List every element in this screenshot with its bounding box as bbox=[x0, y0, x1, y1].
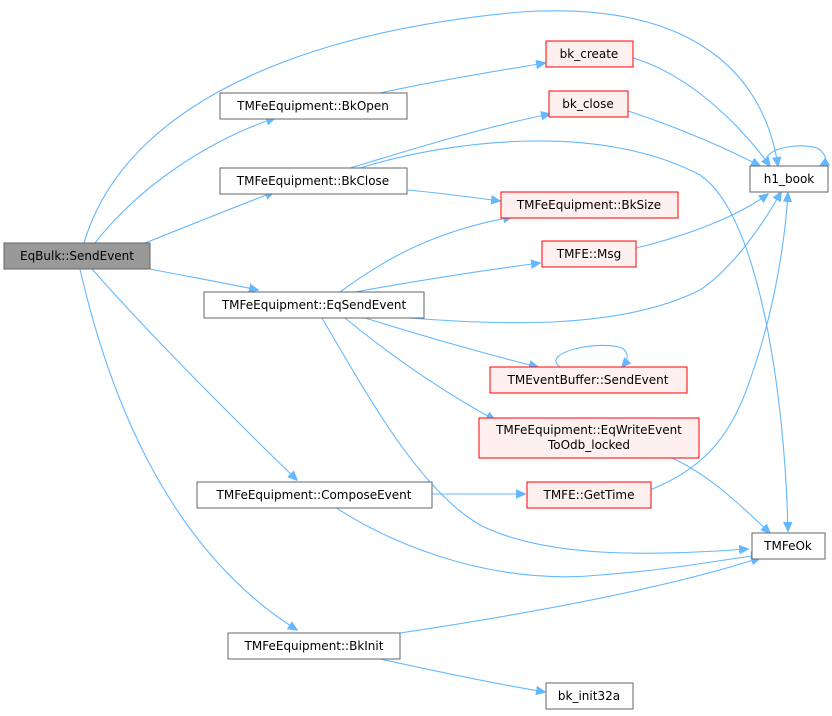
node-label: bk_close bbox=[562, 97, 613, 111]
node-h1-book[interactable]: h1_book bbox=[749, 165, 829, 193]
node-label-line1: TMFeEquipment::EqWriteEvent bbox=[495, 423, 682, 437]
edge-msg-h1book bbox=[635, 194, 768, 249]
edge-bufsend-self bbox=[555, 344, 627, 367]
node-bkinit[interactable]: TMFeEquipment::BkInit bbox=[227, 632, 401, 660]
edge-sendevent-bkclose bbox=[144, 192, 274, 244]
node-label: TMFE::Msg bbox=[556, 247, 621, 261]
edge-eqsend-bksize bbox=[339, 217, 512, 293]
edge-sendevent-eqsendevent bbox=[149, 268, 258, 290]
node-bkopen[interactable]: TMFeEquipment::BkOpen bbox=[219, 92, 408, 120]
node-bkclose[interactable]: TMFeEquipment::BkClose bbox=[219, 167, 408, 195]
node-bksize[interactable]: TMFeEquipment::BkSize bbox=[500, 191, 679, 219]
edge-bkopen-bkcreate bbox=[379, 63, 545, 94]
edge-bkclose-bkclose2 bbox=[349, 114, 550, 169]
edge-sendevent-bkopen bbox=[94, 118, 275, 244]
node-label: bk_init32a bbox=[558, 689, 620, 703]
node-label: TMFeEquipment::ComposeEvent bbox=[216, 488, 412, 502]
node-bk-create[interactable]: bk_create bbox=[545, 40, 634, 68]
edge-sendevent-composeevent bbox=[91, 268, 297, 480]
edge-gettime-h1book bbox=[649, 193, 788, 491]
node-label: TMFeOk bbox=[763, 539, 812, 553]
node-tmfeok[interactable]: TMFeOk bbox=[751, 532, 826, 560]
node-bk-init32a[interactable]: bk_init32a bbox=[545, 682, 634, 710]
nodes-layer: EqBulk::SendEvent TMFeEquipment::BkOpen … bbox=[3, 40, 829, 710]
edge-eqsend-bufsend bbox=[364, 317, 538, 367]
node-eventbuffer-sendevent[interactable]: TMEventBuffer::SendEvent bbox=[489, 366, 688, 394]
node-label: TMFeEquipment::BkSize bbox=[516, 198, 661, 212]
node-eqwriteevent-toodb-locked[interactable]: TMFeEquipment::EqWriteEvent ToOdb_locked bbox=[478, 417, 700, 459]
edge-sendevent-h1book bbox=[83, 10, 778, 244]
edge-eqsend-msg bbox=[354, 263, 540, 293]
node-label: TMFeEquipment::BkInit bbox=[244, 639, 384, 653]
edge-bkclose2-h1book bbox=[627, 110, 760, 166]
node-label: bk_create bbox=[560, 47, 619, 61]
edge-bkclose-tmfeok bbox=[359, 140, 788, 531]
node-label-line2: ToOdb_locked bbox=[547, 438, 630, 452]
edge-sendevent-bkinit bbox=[79, 268, 297, 630]
edge-h1book-self bbox=[765, 145, 825, 166]
edge-bkinit-tmfeok bbox=[399, 558, 760, 634]
node-label: TMFE::GetTime bbox=[542, 488, 634, 502]
node-label: TMFeEquipment::EqSendEvent bbox=[221, 298, 407, 312]
node-label: EqBulk::SendEvent bbox=[20, 249, 134, 263]
node-tmfe-msg[interactable]: TMFE::Msg bbox=[541, 240, 637, 268]
edge-bkinit-bkinit32a bbox=[379, 658, 545, 692]
edge-eqwrite-tmfeok bbox=[669, 456, 770, 533]
edge-bkcreate-h1book bbox=[632, 57, 770, 166]
node-eqbulk-sendevent[interactable]: EqBulk::SendEvent bbox=[3, 242, 151, 270]
edges-layer bbox=[79, 10, 825, 692]
node-composeevent[interactable]: TMFeEquipment::ComposeEvent bbox=[196, 481, 433, 509]
node-eqsendevent[interactable]: TMFeEquipment::EqSendEvent bbox=[203, 291, 425, 319]
node-label: TMFeEquipment::BkOpen bbox=[236, 99, 389, 113]
node-label: TMEventBuffer::SendEvent bbox=[507, 373, 669, 387]
node-bk-close[interactable]: bk_close bbox=[548, 90, 629, 118]
edge-eqsend-tmfeok bbox=[321, 317, 748, 553]
edge-eqsend-eqwrite bbox=[344, 317, 495, 420]
edge-bkclose-bksize bbox=[407, 189, 500, 201]
node-label: h1_book bbox=[764, 172, 815, 186]
node-tmfe-gettime[interactable]: TMFE::GetTime bbox=[526, 481, 652, 509]
edge-compose-tmfeok bbox=[334, 506, 760, 578]
node-label: TMFeEquipment::BkClose bbox=[236, 174, 389, 188]
edge-eqsend-h1book bbox=[409, 192, 781, 324]
